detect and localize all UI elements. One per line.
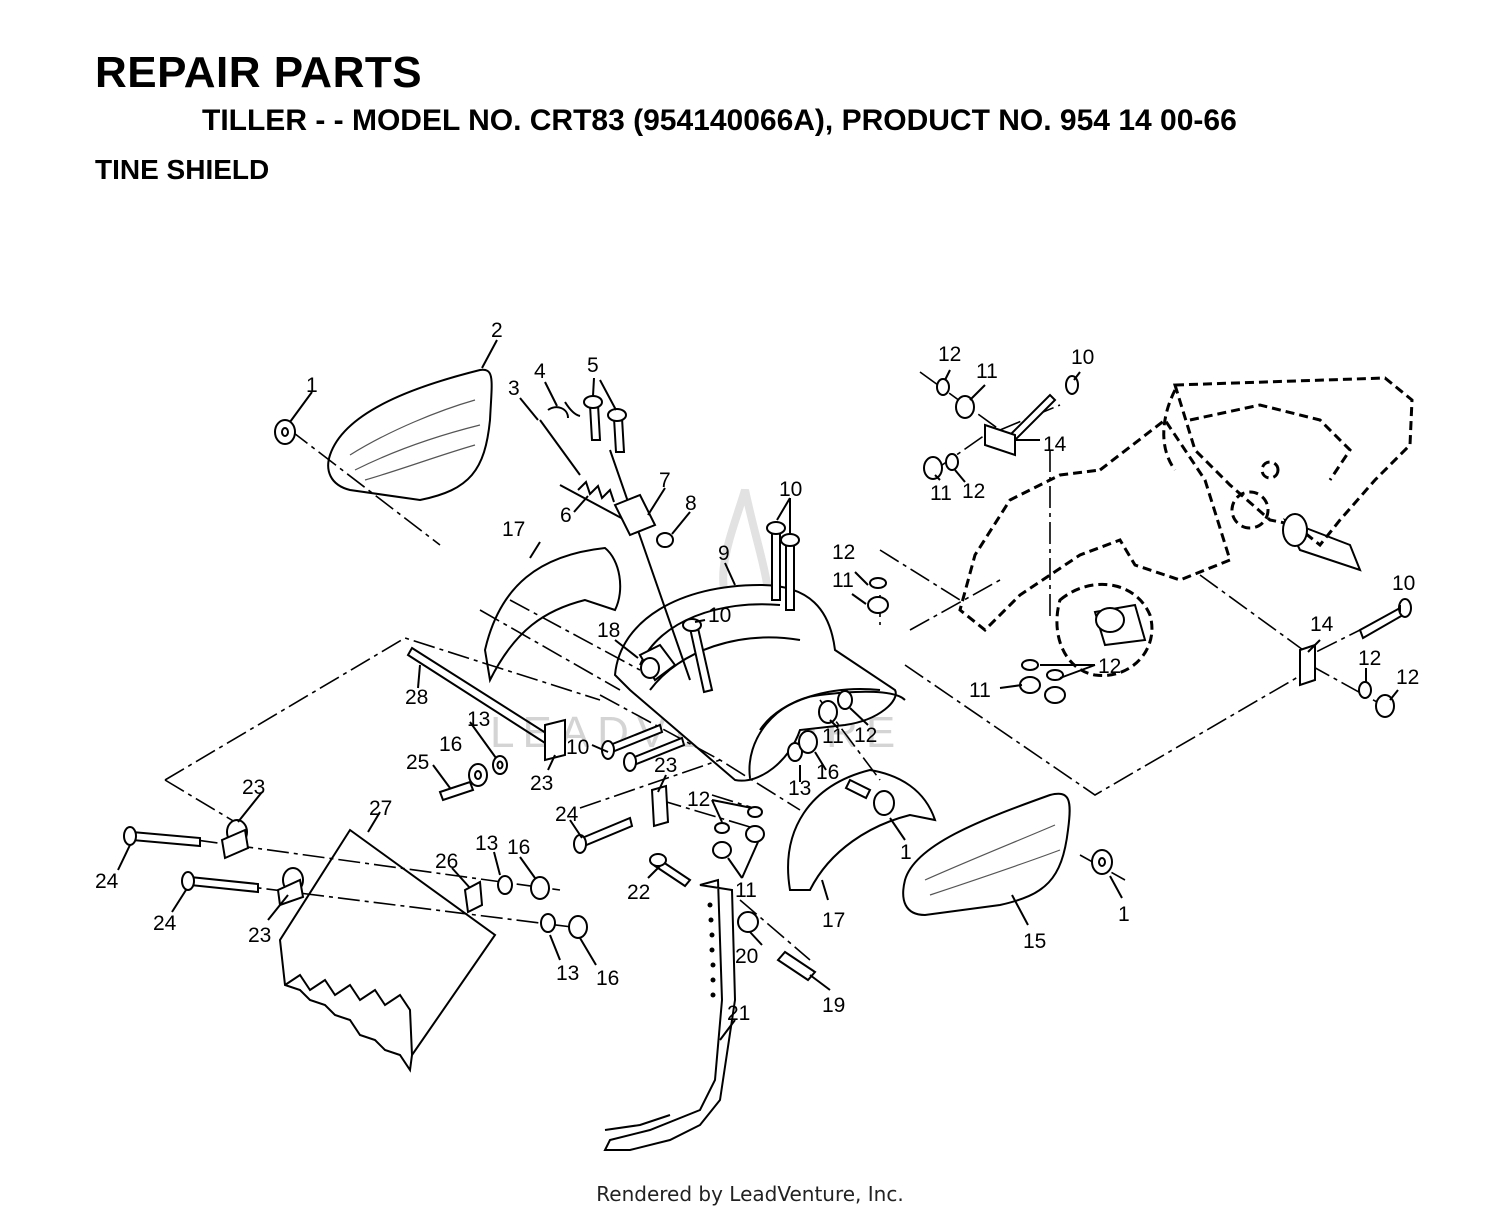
- callout-24-c: 24: [555, 803, 579, 826]
- callout-10-mid: 10: [708, 604, 731, 627]
- callout-4: 4: [534, 360, 546, 383]
- callout-12-c: 12: [832, 541, 855, 564]
- callout-22: 22: [627, 881, 650, 904]
- callout-10-top: 10: [779, 478, 802, 501]
- callout-6: 6: [560, 504, 572, 527]
- callout-12-right: 12: [1358, 647, 1381, 670]
- callout-23-a: 23: [242, 776, 265, 799]
- callout-11-d: 11: [969, 679, 991, 702]
- callout-24-b: 24: [153, 912, 177, 935]
- callout-16-d: 16: [596, 967, 619, 990]
- model-subtitle: TILLER - - MODEL NO. CRT83 (954140066A),…: [202, 104, 1237, 137]
- callout-10-right: 10: [1392, 572, 1415, 595]
- callout-1-right: 1: [1118, 903, 1130, 926]
- callout-15: 15: [1023, 930, 1046, 953]
- callout-21: 21: [727, 1002, 750, 1025]
- page-title: REPAIR PARTS: [95, 48, 423, 97]
- callout-20: 20: [735, 945, 758, 968]
- deflector-upper: [483, 546, 622, 684]
- callout-14-top: 14: [1043, 433, 1067, 456]
- callout-26: 26: [435, 850, 458, 873]
- callout-17-upper: 17: [502, 518, 525, 541]
- callout-10-lower: 10: [566, 736, 589, 759]
- callout-25: 25: [406, 751, 429, 774]
- callout-18: 18: [597, 619, 620, 642]
- callout-1-left: 1: [306, 374, 318, 397]
- callout-11-f: 11: [735, 879, 757, 902]
- tine-shield-housing: [613, 583, 906, 782]
- callout-1-center: 1: [900, 841, 912, 864]
- section-title: TINE SHIELD: [95, 154, 270, 185]
- callout-23-c: 23: [654, 754, 677, 777]
- assembly-centerlines: [159, 371, 1396, 961]
- callout-2: 2: [491, 319, 503, 342]
- callout-11-e: 11: [822, 725, 844, 748]
- tiller-transmission-dashed: [958, 376, 1414, 678]
- callout-13-a: 13: [467, 708, 490, 731]
- axle-shaft: [1093, 513, 1362, 647]
- callout-19: 19: [822, 994, 845, 1017]
- callout-11-c: 11: [832, 569, 854, 592]
- leader-lines: [117, 339, 1401, 1041]
- callout-12-a: 12: [938, 343, 961, 366]
- callout-16-a: 16: [439, 733, 462, 756]
- callout-8: 8: [685, 492, 697, 515]
- hardware: [123, 375, 1412, 982]
- callout-labels: 1 2 3 4 5 6 7 8 9 10 10 10 10 10 11 11 1…: [95, 319, 1419, 1025]
- callout-17-lower: 17: [822, 909, 845, 932]
- callout-5: 5: [587, 354, 599, 377]
- footer-credit: Rendered by LeadVenture, Inc.: [596, 1182, 904, 1206]
- callout-11-right: 12: [1396, 666, 1419, 689]
- callout-12-d: 12: [1098, 655, 1121, 678]
- callout-9: 9: [718, 542, 730, 565]
- callout-27: 27: [369, 797, 392, 820]
- callout-23-d: 23: [248, 924, 271, 947]
- callout-16-b: 16: [816, 761, 839, 784]
- rear-flap: [278, 828, 497, 1073]
- callout-16-c: 16: [507, 836, 530, 859]
- callout-24-a: 24: [95, 870, 119, 893]
- callout-11-b: 11: [930, 482, 952, 505]
- callout-12-b: 12: [962, 480, 985, 503]
- side-shield-right: [902, 792, 1071, 917]
- callout-12-e: 12: [854, 724, 877, 747]
- callout-13-b: 13: [788, 777, 811, 800]
- callout-23-b: 23: [530, 772, 553, 795]
- callout-12-f: 12: [687, 788, 710, 811]
- callout-11-a: 11: [976, 360, 998, 383]
- callout-13-c: 13: [475, 832, 498, 855]
- callout-14-right: 14: [1310, 613, 1334, 636]
- callout-13-d: 13: [556, 962, 579, 985]
- callout-3: 3: [508, 377, 520, 400]
- deflector-lower: [787, 768, 937, 891]
- callout-10-upper-right: 10: [1071, 346, 1094, 369]
- callout-7: 7: [659, 469, 671, 492]
- callout-28: 28: [405, 686, 428, 709]
- side-shield-left: [327, 368, 493, 502]
- depth-stake: [603, 878, 737, 1151]
